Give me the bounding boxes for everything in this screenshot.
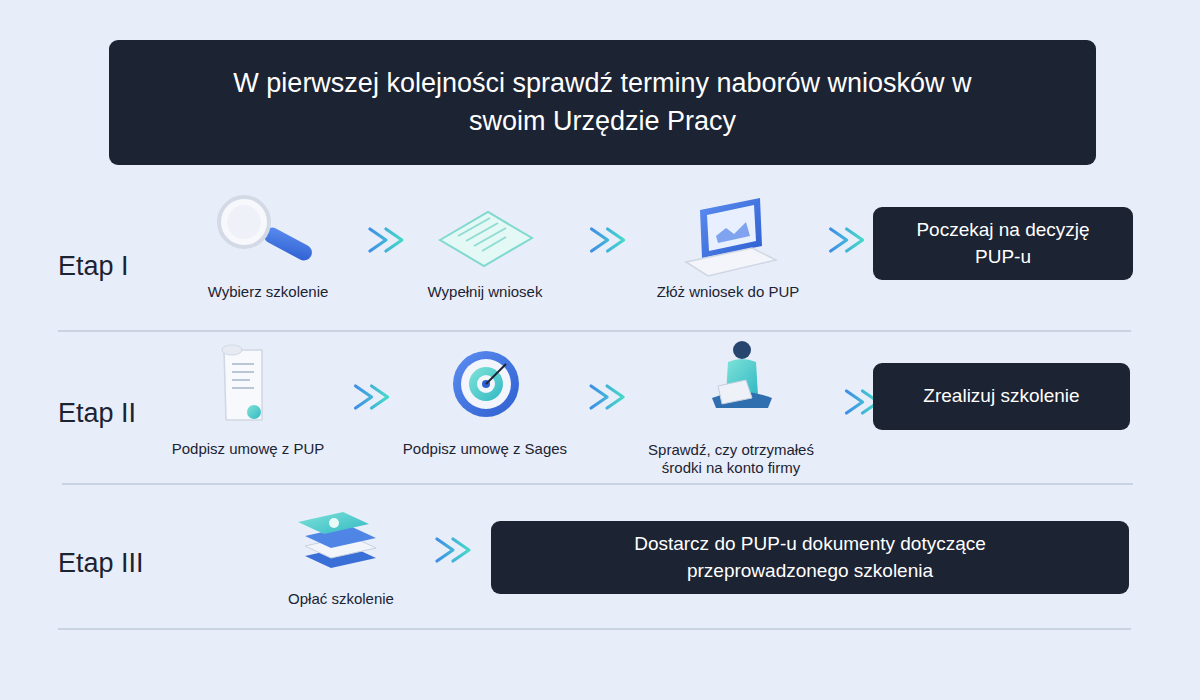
step-icon: Opłać szkolenie <box>283 505 399 609</box>
process-box: Dostarcz do PUP-u dokumenty dotyczące pr… <box>491 521 1129 594</box>
double-chevron-arrow <box>831 229 863 251</box>
double-chevron-arrow <box>591 386 623 408</box>
step-icon: Złóż wniosek do PUP <box>652 190 805 302</box>
stage-label: Etap II <box>58 398 136 429</box>
step-icon: Podpisz umowę z PUP <box>167 344 330 459</box>
step-caption: Złóż wniosek do PUP <box>657 283 800 302</box>
process-box: Zrealizuj szkolenie <box>873 363 1130 430</box>
stage-label: Etap III <box>58 548 144 579</box>
step-icon: Sprawdź, czy otrzymałeś środki na konto … <box>626 338 836 478</box>
double-chevron-arrow <box>356 386 388 408</box>
box-text: Poczekaj na decyzję PUP-u <box>903 217 1103 270</box>
step-caption: Podpisz umowę z Sages <box>403 440 567 459</box>
step-icon: Wypełnij wniosek <box>423 198 548 302</box>
step-icon: Podpisz umowę z Sages <box>398 346 572 459</box>
process-box: W pierwszej kolejności sprawdź terminy n… <box>109 40 1096 165</box>
box-text: Dostarcz do PUP-u dokumenty dotyczące pr… <box>620 531 1000 584</box>
stage-label: Etap I <box>58 251 129 282</box>
box-text: Zrealizuj szkolenie <box>923 383 1079 410</box>
person-icon <box>712 341 772 408</box>
double-chevron-arrow <box>370 229 402 251</box>
row-separator <box>58 331 1133 629</box>
step-caption: Podpisz umowę z PUP <box>172 440 325 459</box>
magnifier-icon <box>219 197 315 263</box>
money-icon <box>298 512 376 568</box>
step-caption: Wypełnij wniosek <box>428 283 543 302</box>
step-icon: Wybierz szkolenie <box>203 198 334 302</box>
double-chevron-arrow <box>592 229 624 251</box>
laptop-icon <box>686 198 776 276</box>
target-icon <box>453 351 519 417</box>
step-caption: Opłać szkolenie <box>288 590 394 609</box>
step-caption: Sprawdź, czy otrzymałeś środki na konto … <box>631 441 831 479</box>
step-caption: Wybierz szkolenie <box>208 283 329 302</box>
process-box: Poczekaj na decyzję PUP-u <box>873 207 1133 280</box>
scroll-icon <box>222 345 262 420</box>
double-chevron-arrow <box>437 539 469 561</box>
document-icon <box>440 212 532 266</box>
box-text: W pierwszej kolejności sprawdź terminy n… <box>223 65 983 141</box>
